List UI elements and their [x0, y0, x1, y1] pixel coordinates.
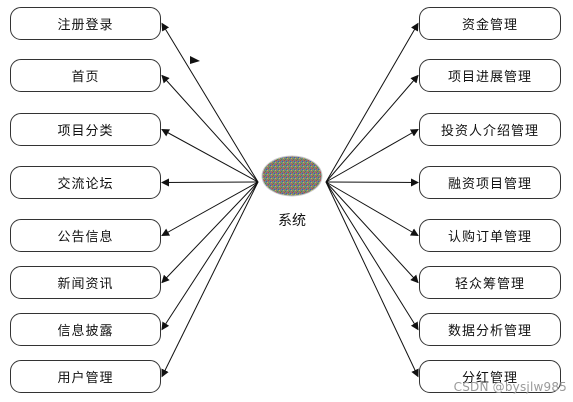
left-node-1: 注册登录	[10, 7, 161, 40]
arrow-to-right-node-4	[325, 178, 419, 187]
left-node-label: 注册登录	[57, 18, 114, 33]
arrow-to-left-node-7	[161, 181, 259, 331]
arrow-to-right-node-1	[325, 22, 419, 183]
arrow-to-left-node-2	[161, 74, 259, 183]
left-node-label: 交流论坛	[57, 177, 114, 192]
right-node-3: 投资人介绍管理	[419, 113, 561, 146]
arrow-to-left-node-4	[161, 178, 259, 187]
right-node-label: 认购订单管理	[447, 230, 532, 245]
left-node-label: 公告信息	[57, 230, 114, 245]
left-node-3: 项目分类	[10, 113, 161, 146]
arrow-to-right-node-3	[325, 129, 419, 183]
arrow-to-left-node-6	[161, 181, 259, 284]
right-node-8: 分红管理	[419, 360, 561, 393]
right-node-6: 轻众筹管理	[419, 266, 561, 299]
right-node-label: 轻众筹管理	[454, 277, 525, 292]
right-node-label: 项目进展管理	[447, 70, 532, 85]
system-hub-icon	[261, 155, 323, 197]
left-node-4: 交流论坛	[10, 166, 161, 199]
arrow-to-left-node-1	[161, 22, 259, 183]
right-node-label: 融资项目管理	[447, 177, 532, 192]
arrow-to-right-node-5	[325, 181, 419, 237]
arrow-to-right-node-7	[325, 181, 419, 331]
left-node-label: 首页	[71, 70, 100, 85]
left-node-label: 项目分类	[57, 124, 114, 139]
left-node-8: 用户管理	[10, 360, 161, 393]
right-node-7: 数据分析管理	[419, 313, 561, 346]
right-node-label: 资金管理	[461, 18, 518, 33]
left-node-2: 首页	[10, 59, 161, 92]
stray-arrow-mark	[190, 56, 200, 64]
right-node-1: 资金管理	[419, 7, 561, 40]
right-node-label: 投资人介绍管理	[440, 124, 539, 139]
right-node-label: 分红管理	[461, 371, 518, 386]
left-node-label: 新闻资讯	[57, 277, 114, 292]
arrow-to-left-node-5	[161, 181, 259, 236]
arrow-to-left-node-8	[161, 181, 259, 378]
left-node-6: 新闻资讯	[10, 266, 161, 299]
right-node-2: 项目进展管理	[419, 59, 561, 92]
right-node-5: 认购订单管理	[419, 219, 561, 252]
left-node-label: 用户管理	[57, 371, 114, 386]
left-node-7: 信息披露	[10, 313, 161, 346]
arrow-to-right-node-8	[325, 181, 419, 378]
right-node-label: 数据分析管理	[447, 324, 532, 339]
watermark: CSDN @bysjlw985	[453, 380, 567, 394]
system-label: 系统	[278, 213, 306, 229]
left-node-label: 信息披露	[57, 324, 114, 339]
arrow-to-right-node-2	[325, 74, 419, 183]
left-node-5: 公告信息	[10, 219, 161, 252]
arrow-to-right-node-6	[325, 181, 419, 284]
right-node-4: 融资项目管理	[419, 166, 561, 199]
arrow-to-left-node-3	[161, 129, 259, 183]
